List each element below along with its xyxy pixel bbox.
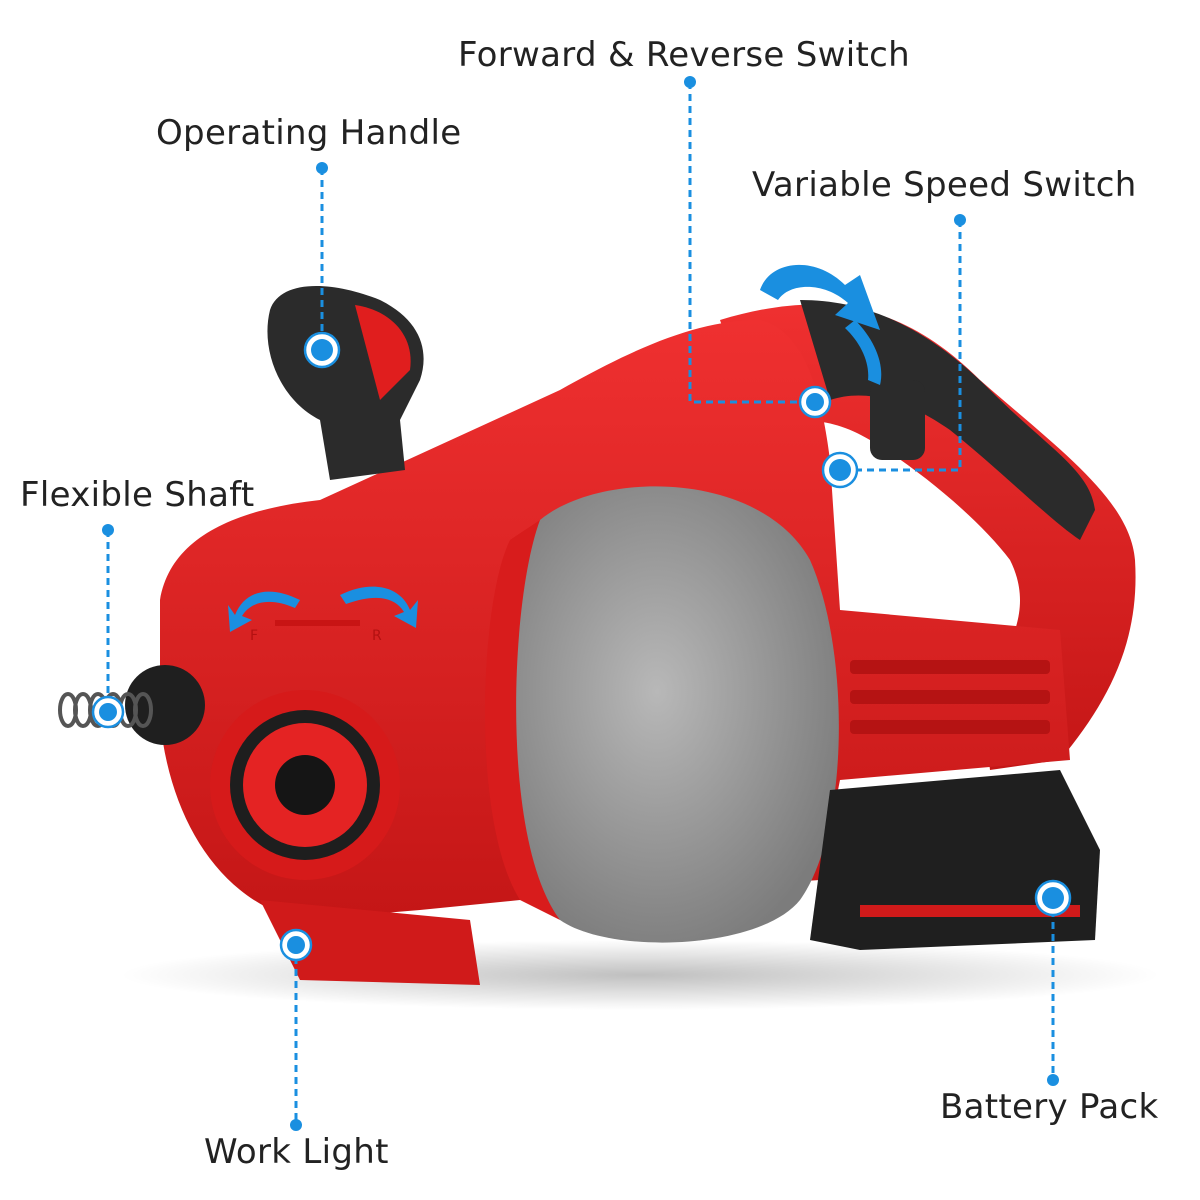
- trigger: [870, 380, 925, 460]
- label-battery-pack: Battery Pack: [940, 1087, 1159, 1127]
- fr-mark-reverse: R: [372, 628, 382, 644]
- label-operating-handle: Operating Handle: [156, 113, 462, 153]
- speed-rotate-arrow-tail: [845, 320, 882, 385]
- cable-drum: [507, 486, 839, 943]
- label-work-light: Work Light: [204, 1132, 389, 1172]
- speed-rotate-arrow: [760, 264, 880, 330]
- marker-battery-pack: [1034, 879, 1072, 917]
- nozzle-opening: [275, 755, 335, 815]
- fr-mark-forward: F: [250, 628, 258, 644]
- operating-handle-accent: [355, 305, 411, 400]
- label-forward-reverse-switch: Forward & Reverse Switch: [458, 35, 910, 75]
- dot-forward-reverse: [684, 76, 696, 88]
- fr-rotate-arrow-left: [228, 591, 300, 632]
- dot-flexible-shaft: [102, 524, 114, 536]
- dot-operating-handle: [316, 162, 328, 174]
- label-flexible-shaft: Flexible Shaft: [20, 475, 255, 515]
- dot-work-light: [290, 1119, 302, 1131]
- marker-variable-speed: [821, 451, 859, 489]
- vent-grille: [850, 660, 1050, 734]
- label-variable-speed-switch: Variable Speed Switch: [752, 165, 1137, 205]
- marker-forward-reverse: [798, 385, 832, 419]
- fr-rotate-arrow-right: [340, 586, 418, 628]
- battery-pack-shape: [810, 770, 1100, 950]
- leader-variable-speed: [840, 220, 962, 472]
- floor-shadow: [120, 940, 1160, 1010]
- dot-variable-speed: [954, 214, 966, 226]
- marker-flexible-shaft: [91, 695, 125, 729]
- drum-rim: [485, 520, 560, 920]
- marker-work-light: [279, 928, 313, 962]
- front-foot: [260, 900, 480, 985]
- battery-stripe: [860, 905, 1080, 917]
- dot-battery-pack: [1047, 1074, 1059, 1086]
- operating-handle-shape: [267, 286, 424, 480]
- marker-operating-handle: [303, 331, 341, 369]
